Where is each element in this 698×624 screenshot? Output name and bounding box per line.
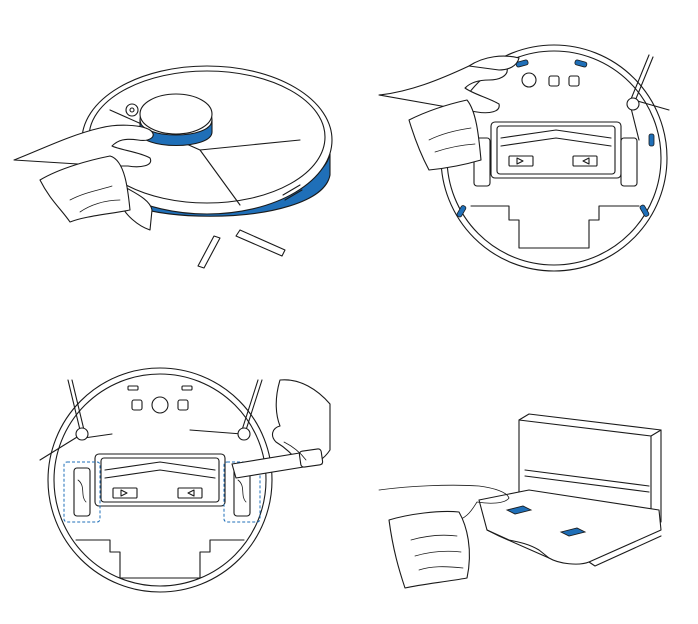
robot-top-wipe-icon <box>13 65 333 269</box>
panel-wipe-bottom-sensors <box>349 0 698 300</box>
robot-bottom-wipe-icon <box>378 44 670 272</box>
robot-bottom-brush-icon <box>39 367 331 593</box>
panel-brush-wheel-sensors <box>0 330 349 624</box>
panel-wipe-top-sensor <box>0 0 349 300</box>
panel-wipe-dock-contacts <box>349 330 698 624</box>
dock-wipe-icon <box>378 413 662 589</box>
